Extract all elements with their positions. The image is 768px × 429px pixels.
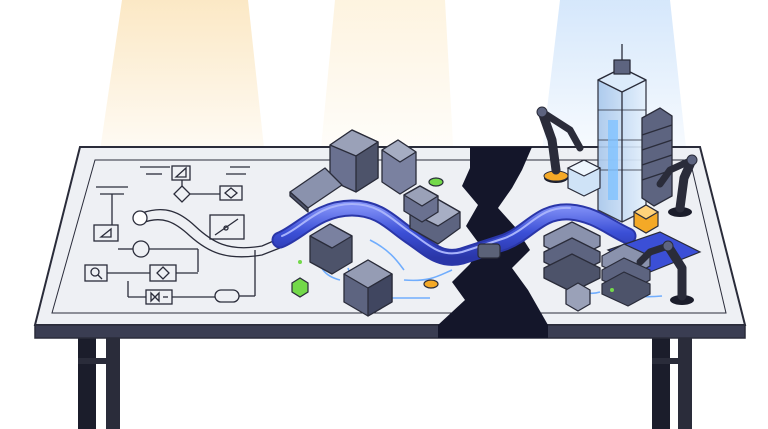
- light-beam-left: [95, 0, 268, 185]
- schematic-box-arrow: [93, 224, 119, 242]
- tower-glow-core: [608, 120, 618, 200]
- blueprint-schematic: [84, 165, 256, 305]
- prism-left: [289, 167, 343, 213]
- schematic-box-triangle-top: [171, 165, 191, 181]
- robot-arm-right: [656, 154, 698, 217]
- table-leg-crossbar-right: [652, 358, 692, 364]
- table-leg-crossbar: [78, 358, 120, 364]
- indicator-amber-disc: [423, 279, 439, 289]
- cube-small-right: [565, 282, 591, 312]
- schematic-box-diamond-right: [219, 185, 243, 201]
- server-stack-right: [601, 243, 651, 307]
- schematic-box-triangle-mid: [209, 214, 245, 240]
- table-leg-right-inner: [678, 338, 692, 429]
- conduit-pipe: [271, 199, 637, 266]
- table-leg-left: [78, 338, 96, 429]
- robot-arms: [536, 106, 698, 305]
- amber-cube: [632, 204, 660, 234]
- component-cubes: [289, 129, 601, 317]
- server-stack-left: [543, 221, 601, 293]
- pipe-coupling: [477, 243, 501, 259]
- cube-bottom: [343, 259, 393, 317]
- robot-arm-bottom: [636, 240, 694, 305]
- cube-dark-low: [309, 223, 353, 275]
- table-leg-left-inner: [106, 338, 120, 429]
- robot-arm-left: [536, 106, 584, 183]
- cube-small-mid: [403, 185, 439, 223]
- table-leg-right: [652, 338, 670, 429]
- side-tower: [641, 107, 673, 207]
- table-edge: [34, 324, 746, 339]
- arch-block: [381, 139, 417, 195]
- indicator-green-cube: [291, 277, 309, 298]
- indicators: [291, 177, 444, 298]
- schematic-diamond: [173, 185, 191, 203]
- glass-tower: [597, 44, 647, 223]
- indicator-green-disc: [428, 177, 444, 187]
- blueprint-conduit: [132, 209, 286, 258]
- table-legs: [78, 338, 692, 429]
- glass-cube: [566, 159, 602, 197]
